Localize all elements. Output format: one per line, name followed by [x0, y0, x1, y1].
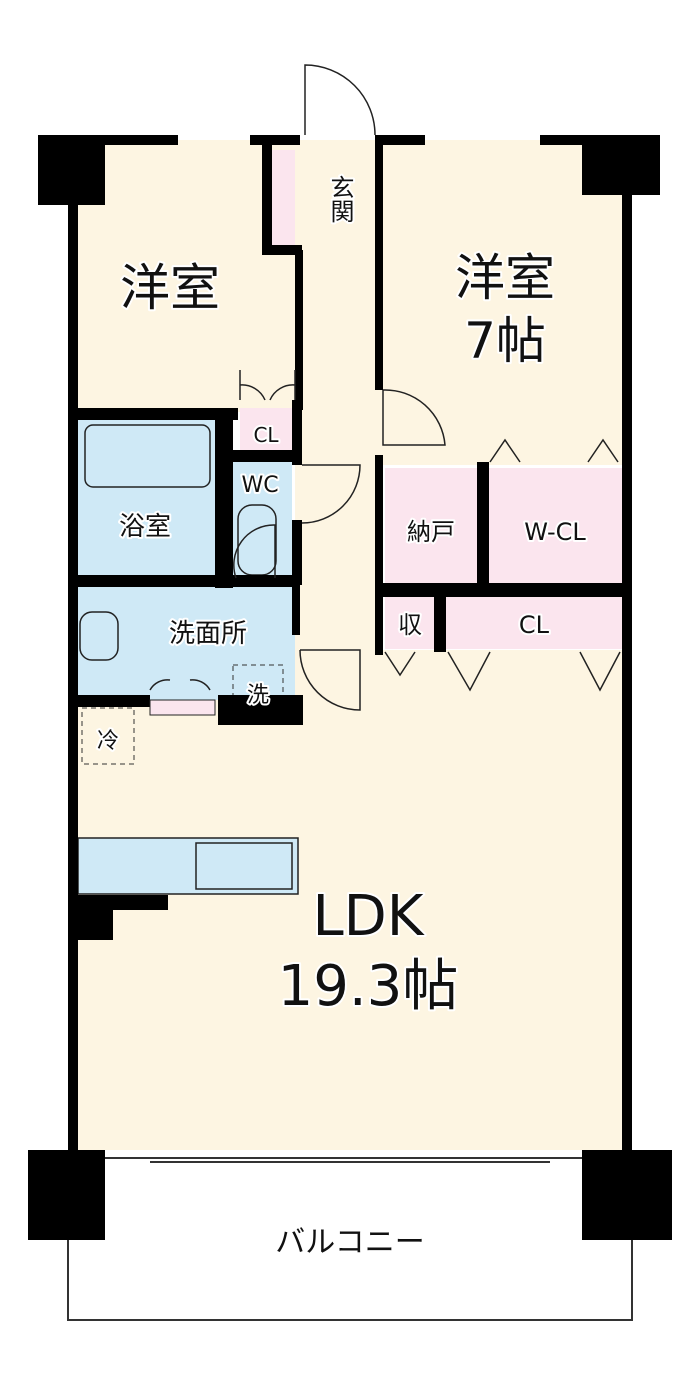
storeroom-floor [385, 468, 477, 583]
wc-label: WC [241, 473, 278, 498]
ldk-floor [78, 650, 624, 1150]
shoe-closet [270, 150, 295, 245]
balcony-label: バルコニー [275, 1225, 424, 1260]
washer-label: 洗 [247, 683, 269, 708]
fridge-space [81, 707, 135, 765]
ldk-label: LDK [312, 884, 424, 949]
western-room-2-size: 7帖 [464, 312, 546, 370]
kitchen-sink-icon [195, 842, 293, 890]
western-room-2-label: 洋室 [455, 249, 555, 307]
closet-small-label: CL [253, 423, 279, 447]
storeroom-label: 納戸 [407, 518, 455, 546]
ldk-size: 19.3帖 [278, 954, 459, 1019]
walls [28, 135, 672, 1240]
sink-icon [79, 611, 119, 661]
washroom-label: 洗面所 [169, 619, 247, 649]
doors [149, 64, 621, 711]
storage-label: 収 [398, 611, 422, 639]
storage-floor [385, 597, 435, 649]
walk-in-closet-floor [488, 468, 622, 583]
entrance-label: 玄関 [326, 175, 354, 223]
bathroom-label: 浴室 [119, 512, 171, 542]
closet-small-floor [240, 408, 292, 453]
linen-shelf [149, 699, 216, 716]
fridge-label: 冷 [97, 729, 119, 754]
western-room-1-floor [78, 140, 295, 412]
balcony-area [67, 1157, 633, 1321]
entrance-floor [305, 140, 375, 255]
closet-floor [446, 597, 622, 649]
western-room-1-label: 洋室 [120, 259, 220, 317]
closet-label: CL [519, 611, 550, 639]
bathtub [84, 424, 211, 488]
walk-in-closet-label: W-CL [524, 518, 586, 546]
toilet-icon [237, 504, 277, 576]
